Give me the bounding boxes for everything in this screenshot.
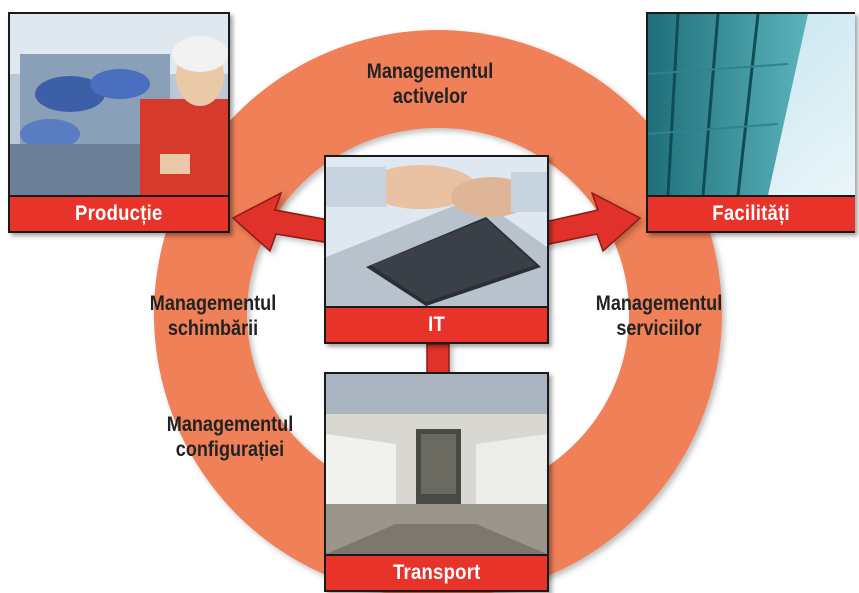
glass-building-photo — [648, 14, 855, 195]
loading-dock-trucks-photo — [326, 374, 547, 554]
arrow-to-facilities — [535, 191, 642, 253]
factory-worker-photo — [10, 14, 228, 195]
production-box: Producție — [8, 12, 230, 233]
facilities-box: Facilități — [646, 12, 855, 233]
production-label: Producție — [10, 195, 228, 231]
transport-box: Transport — [324, 372, 549, 592]
laptop-typing-photo — [326, 157, 547, 306]
facilities-label: Facilități — [648, 195, 855, 231]
transport-label: Transport — [326, 554, 547, 590]
it-label: IT — [326, 306, 547, 342]
ring-shape — [153, 30, 722, 593]
it-box: IT — [324, 155, 549, 344]
